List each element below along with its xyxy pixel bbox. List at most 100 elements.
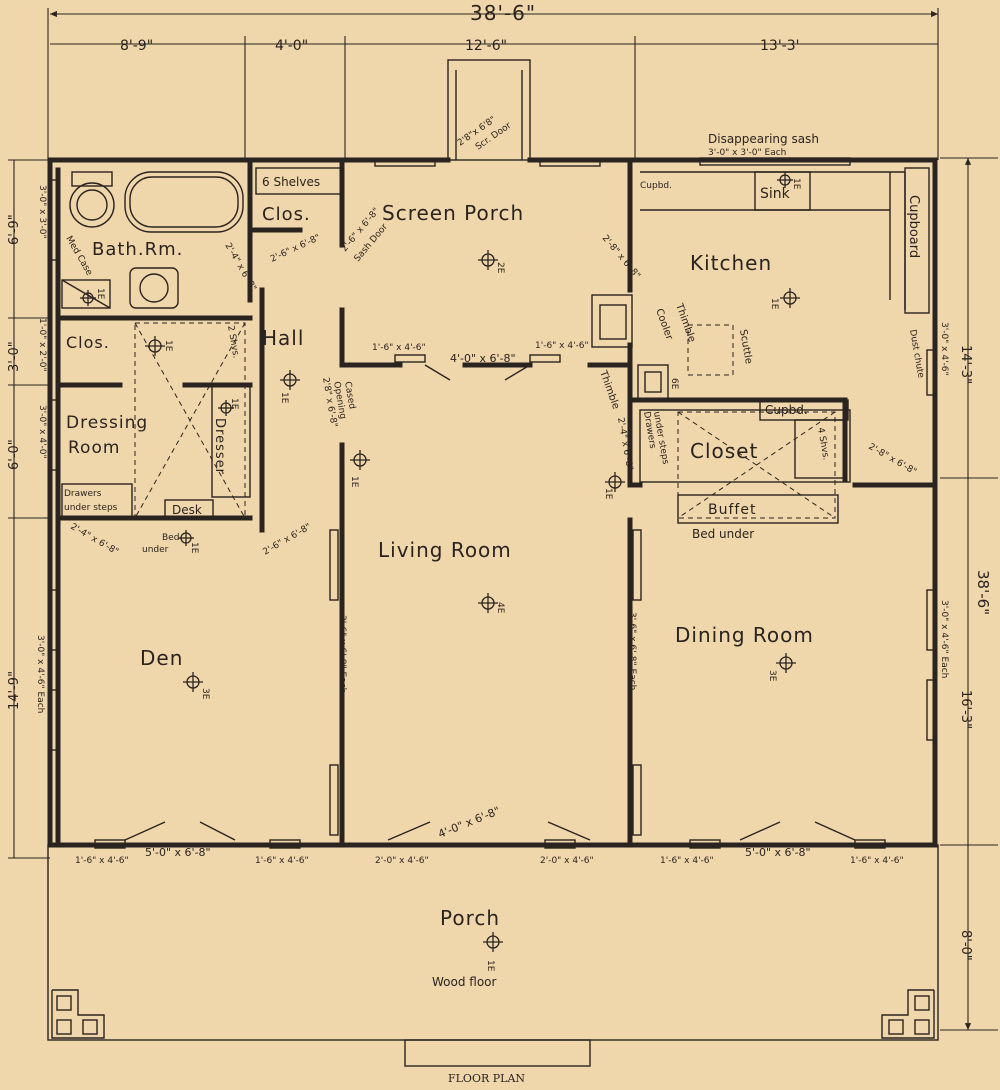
size-front-door: 4'-0" x 6'-8" <box>436 804 502 841</box>
size-living-right-doors: 3'-6" x 6'-8" Each <box>627 612 637 690</box>
washbasin <box>129 267 179 309</box>
outlet-kitchen: 1E <box>769 298 779 310</box>
note-cupboard: Cupboard <box>906 195 921 258</box>
outlet-dining: 3E <box>767 670 777 682</box>
note-wood-floor: Wood floor <box>432 975 497 989</box>
note-thimble-2: Thimble <box>597 368 621 411</box>
size-bottom-7: 5'-0" x 6'-8" <box>745 846 811 859</box>
dim-left-4: 14'-9" <box>7 671 22 710</box>
note-2-shvs: 2 Shvs. <box>225 325 241 359</box>
dim-overall-width: 38'-6" <box>470 1 536 25</box>
size-bottom-6: 1'-6" x 4'-6" <box>660 856 714 866</box>
dim-left-1: 6'-9" <box>7 214 22 245</box>
size-bath-win: 3'-0" x 3'-0" <box>37 185 47 239</box>
dressing-closet-cross <box>134 322 246 519</box>
size-bath-door: 2'-4" x 6'-8" <box>222 242 258 293</box>
size-hall-door: 4'-0" x 6'-8" <box>450 352 516 365</box>
room-living: Living Room <box>378 538 512 562</box>
note-under-steps-left: under steps <box>64 503 118 513</box>
size-bottom-2: 5'-0" x 6'-8" <box>145 846 211 859</box>
size-clos-door: 2'-6" x 6'-8" <box>269 233 322 265</box>
med-case <box>61 279 111 309</box>
dim-width-2: 4'-0" <box>275 38 308 54</box>
size-hall-door-2: 2'-6" x 6'-8" <box>262 522 313 558</box>
desk-box <box>164 499 214 519</box>
outlet-dressing: 1E <box>229 398 239 410</box>
dresser-box <box>211 384 251 498</box>
room-clos-top: Clos. <box>262 204 311 225</box>
screen-porch-bay <box>447 59 531 161</box>
kitchen-counter <box>640 167 930 314</box>
dim-left-2: 3'-0" <box>7 341 22 372</box>
dim-width-4: 13'-3' <box>760 38 799 54</box>
outlet-hall: 1E <box>279 392 289 404</box>
note-desk: Desk <box>172 503 202 517</box>
size-living-left-doors: 3'-6" x 6'-8" Each <box>337 615 347 693</box>
shelves-box <box>255 167 343 195</box>
outlet-porch: 1E <box>485 960 495 972</box>
drawers-box <box>61 483 133 519</box>
cooler-box <box>591 294 633 348</box>
room-kitchen: Kitchen <box>690 251 772 275</box>
outlet-den: 3E <box>200 688 210 700</box>
dim-right-2: 16'-3" <box>958 690 973 729</box>
outlet-closet: 1E <box>603 488 613 500</box>
size-hall-win-1: 1'-6" x 4'-6" <box>372 343 426 353</box>
dimension-lines <box>8 8 998 1031</box>
note-thimble-1: Thimble <box>673 301 697 344</box>
size-bottom-1: 1'-6" x 4'-6" <box>75 856 129 866</box>
outlet-clos: 1E <box>163 340 173 352</box>
room-porch: Porch <box>440 906 500 930</box>
window-marks <box>49 157 936 849</box>
dim-left-3: 6'-0" <box>7 439 22 470</box>
scuttle-box <box>687 324 734 376</box>
closet-cross <box>639 399 851 519</box>
note-disappearing-sash: Disappearing sash <box>708 132 819 146</box>
note-bed-right: Bed under <box>692 527 754 541</box>
room-buffet: Buffet <box>708 502 756 518</box>
outlet-symbols <box>80 172 800 952</box>
outlet-bath: 1E <box>95 288 105 300</box>
room-dressing-1: Dressing <box>66 413 148 433</box>
size-dressing-win: 3'-0" x 4'-0" <box>37 405 47 459</box>
size-bottom-3: 1'-6" x 4'-6" <box>255 856 309 866</box>
size-clos-win: 1'-0" x 2'-0" <box>37 318 47 372</box>
porch-pier-left <box>51 989 105 1039</box>
note-4-shvs: 4 Shvs. <box>815 427 831 461</box>
toilet <box>69 171 115 228</box>
room-screen-porch: Screen Porch <box>382 201 524 225</box>
dim-width-1: 8'-9" <box>120 38 153 54</box>
note-sash-size: 3'-0" x 3'-0" Each <box>708 148 786 158</box>
porch-pier-right <box>881 989 935 1039</box>
note-cupbd-small: Cupbd. <box>640 181 672 191</box>
note-cased-1: Cased <box>342 381 357 410</box>
size-bottom-8: 1'-6" x 4'-6" <box>850 856 904 866</box>
size-den-win: 3'-0" x 4'-6" Each <box>35 635 45 713</box>
dim-right-1: 14'-3" <box>958 345 973 384</box>
note-dust-chute: Dust chute <box>907 329 925 380</box>
room-dresser: Dresser <box>212 418 227 475</box>
size-bottom-4: 2'-0" x 4'-6" <box>375 856 429 866</box>
dim-right-3: 8'-0" <box>958 930 973 961</box>
size-kitchen-door: 2'-8" x 6'-8" <box>600 234 642 282</box>
buffet-box <box>677 494 839 524</box>
room-closet: Closet <box>690 439 758 463</box>
size-hall-win-2: 1'-6" x 4'-6" <box>535 341 589 351</box>
note-cupbd: Cupbd. <box>765 403 808 417</box>
room-dining: Dining Room <box>675 623 814 647</box>
room-clos-left: Clos. <box>66 333 110 352</box>
note-med-case: Med Case <box>63 235 94 278</box>
note-cooler: Cooler <box>653 307 675 342</box>
size-kitchen-win: 3'-0" x 4'-6" <box>939 322 949 376</box>
thimble-box <box>637 364 669 401</box>
dim-width-3: 12'-6" <box>465 38 507 54</box>
outlet-bed: 1E <box>189 542 199 554</box>
outlet-thimble: 6E <box>669 378 679 390</box>
note-sink: Sink <box>760 186 791 202</box>
outlet-screen: 2E <box>495 262 505 274</box>
note-drawers-left: Drawers <box>64 489 102 499</box>
note-bed-left-2: under <box>142 545 169 555</box>
note-scuttle: Scuttle <box>737 329 754 365</box>
plan-title: FLOOR PLAN <box>448 1072 525 1085</box>
front-step <box>404 1039 591 1067</box>
